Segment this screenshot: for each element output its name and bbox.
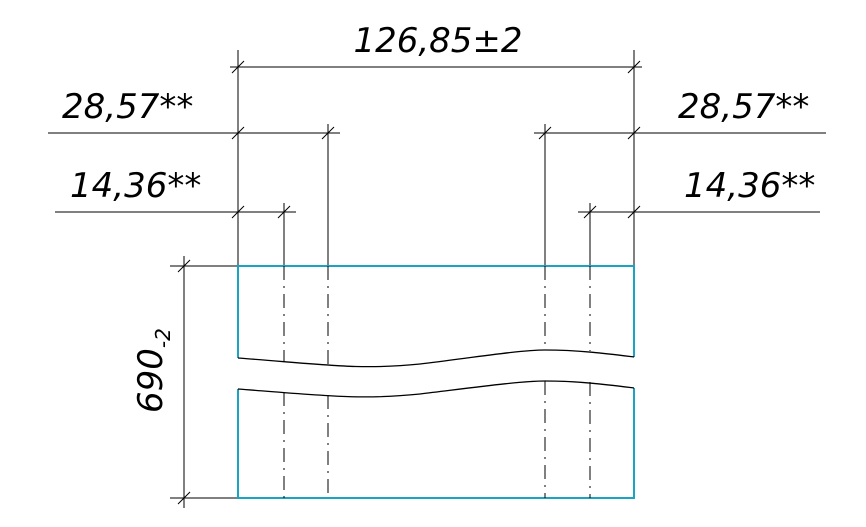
height-label: 690-2 (131, 328, 175, 413)
left-outer-tick-b (321, 126, 335, 140)
overall-width-label: 126,85±2 (353, 21, 522, 61)
right-outer-tick-a (538, 126, 552, 140)
left-inner-tick-b (277, 205, 291, 219)
left-inner-tick-a (231, 205, 245, 219)
height-tolerance: -2 (151, 328, 175, 348)
right-inner-tick-a (583, 205, 597, 219)
left-outer-tick-a (231, 126, 245, 140)
left-outer-offset-dimension: 28,57** (48, 87, 340, 140)
part-lower-section (237, 380, 635, 499)
part-outline-bottom (237, 388, 635, 499)
right-inner-offset-dimension: 14,36** (578, 166, 820, 219)
height-dimension: 690-2 (131, 256, 238, 508)
right-outer-offset-label: 28,57** (678, 87, 809, 127)
left-inner-offset-dimension: 14,36** (55, 166, 296, 219)
left-outer-offset-label: 28,57** (62, 87, 193, 127)
overall-width-dimension: 126,85±2 (230, 21, 642, 74)
height-tick-bottom (177, 491, 191, 505)
height-value: 690 (131, 348, 171, 413)
svg-text:690-2: 690-2 (131, 328, 175, 413)
left-inner-offset-label: 14,36** (70, 166, 201, 206)
break-line-upper (237, 349, 635, 368)
height-tick-top (177, 259, 191, 273)
extension-lines (237, 50, 635, 266)
part-upper-section (237, 265, 635, 368)
break-line-lower (237, 380, 635, 398)
center-lines (283, 266, 591, 498)
part-outline-top (237, 265, 635, 358)
right-inner-offset-label: 14,36** (684, 166, 815, 206)
right-outer-offset-dimension: 28,57** (534, 87, 826, 140)
right-inner-tick-b (627, 205, 641, 219)
right-outer-tick-b (627, 126, 641, 140)
